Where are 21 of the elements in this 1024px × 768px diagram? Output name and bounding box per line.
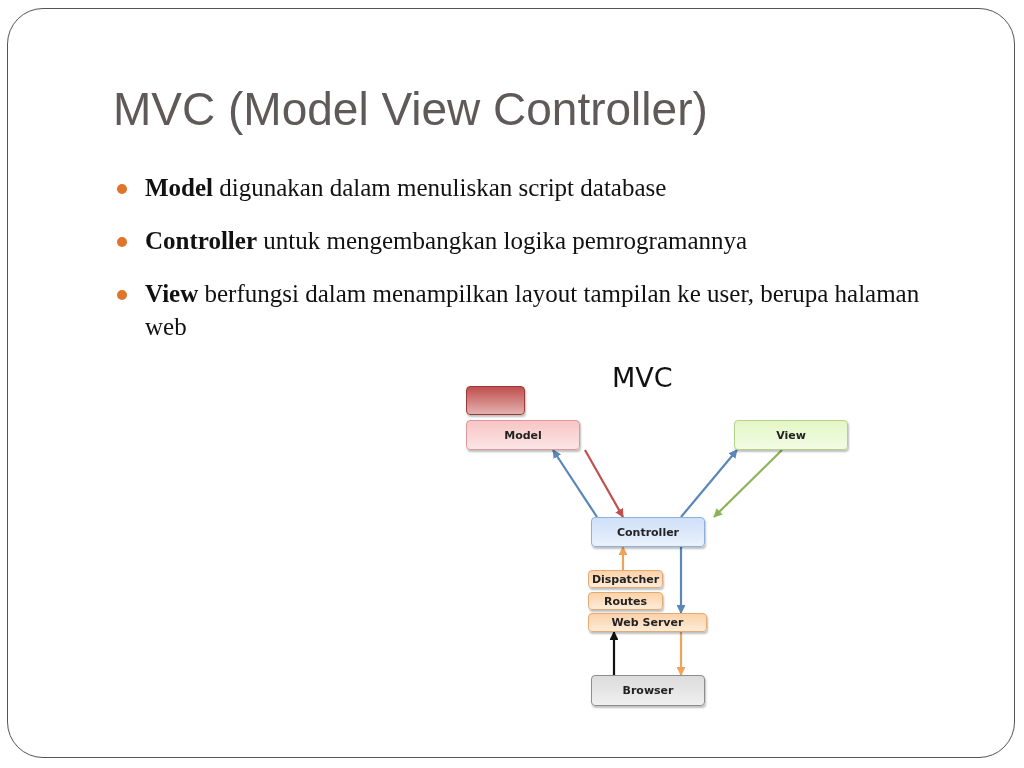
arrow	[713, 449, 783, 518]
bullet-text: View berfungsi dalam menampilkan layout tampilan ke user, berupa halaman web	[145, 279, 921, 342]
process-box: View	[734, 420, 848, 450]
process-box: Browser	[591, 675, 705, 706]
slide-title: MVC (Model View Controller)	[113, 82, 708, 136]
arrow	[680, 449, 738, 518]
arrow	[584, 449, 624, 518]
arrow	[618, 546, 628, 570]
arrow	[676, 547, 686, 614]
diagram-heading: MVC	[612, 362, 673, 393]
process-box: Dispatcher	[588, 570, 663, 588]
process-box: Web Server	[588, 613, 707, 632]
bullet-text: Model digunakan dalam menuliskan script database	[145, 173, 668, 203]
process-box: Controller	[591, 517, 705, 547]
process-box: Routes	[588, 592, 663, 610]
arrow	[609, 631, 619, 675]
process-box: Model	[466, 420, 580, 450]
database-box	[466, 386, 525, 415]
arrow	[552, 449, 598, 518]
arrow	[676, 632, 686, 676]
bullet-text: Controller untuk mengembangkan logika pemrogramannya	[145, 226, 749, 256]
